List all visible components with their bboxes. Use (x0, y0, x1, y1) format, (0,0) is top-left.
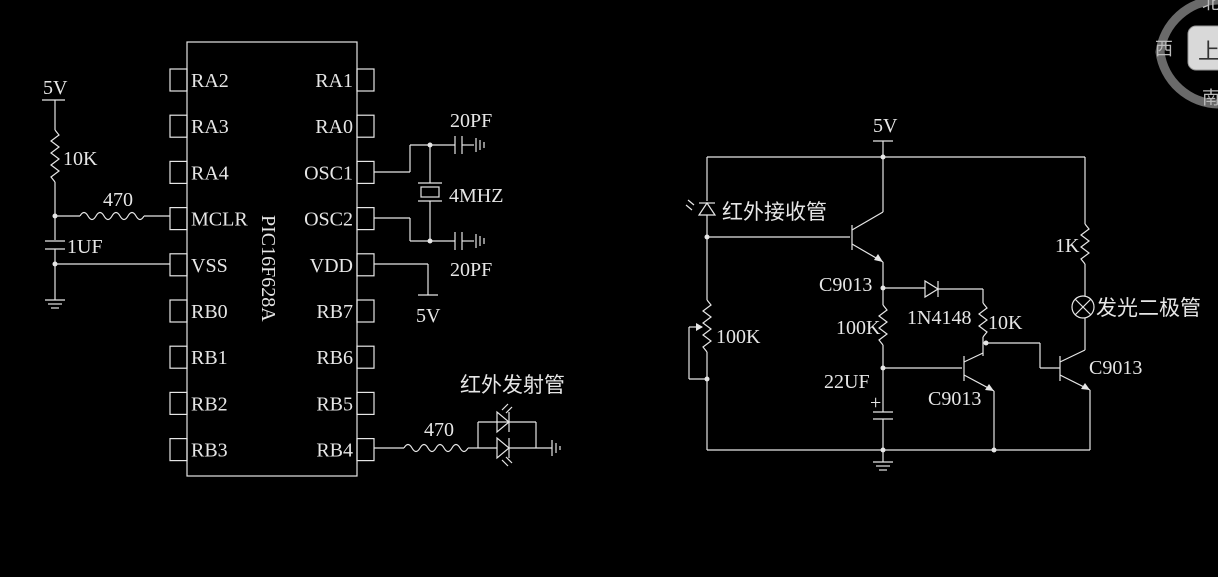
compass-ring (1155, 0, 1218, 109)
pin-box-vdd (356, 253, 375, 277)
pin-label-rb0: RB0 (191, 301, 228, 323)
view-compass[interactable]: 北 西 南 上 (1155, 0, 1218, 109)
pin-box-rb3 (169, 438, 188, 462)
transistor-q2 (963, 352, 995, 392)
pin-box-ra4 (169, 160, 188, 184)
pin-label-rb5: RB5 (316, 393, 353, 415)
pin-box-rb0 (169, 299, 188, 323)
q3-label: C9013 (1089, 357, 1142, 379)
pullup-resistor (50, 129, 60, 183)
pin-label-rb7: RB7 (316, 301, 353, 323)
reset-network: 5V 10K 470 1UF (42, 77, 170, 309)
pin-box-ra1 (356, 68, 375, 92)
pin-label-mclr: MCLR (191, 209, 248, 231)
diode-label: 1N4148 (907, 307, 971, 329)
cap-22uf-label: 22UF (824, 371, 870, 393)
pin-box-mclr (169, 207, 188, 231)
compass-top-view-button[interactable] (1187, 25, 1218, 71)
pin-label-ra1: RA1 (315, 70, 353, 92)
pin-label-ra0: RA0 (315, 116, 353, 138)
pin-box-rb5 (356, 391, 375, 415)
pin-box-vss (169, 253, 188, 277)
r100k-label: 100K (836, 317, 881, 339)
pin-box-rb7 (356, 299, 375, 323)
series-res-label: 470 (103, 189, 133, 211)
transistor-q3 (1040, 349, 1091, 391)
pin-label-rb1: RB1 (191, 347, 228, 369)
pin-label-ra2: RA2 (191, 70, 229, 92)
ir-series-resistor (403, 443, 469, 453)
resistor-100k (878, 304, 888, 346)
pin-label-ra3: RA3 (191, 116, 229, 138)
q2-label: C9013 (928, 388, 981, 410)
lamp-symbol (1071, 295, 1095, 319)
pin-label-osc1: OSC1 (304, 162, 353, 184)
r10k-label: 10K (988, 312, 1023, 334)
pin-box-rb4 (356, 438, 375, 462)
potentiometer-100k (702, 299, 712, 353)
crystal-body (420, 186, 440, 198)
ir-res-label: 470 (424, 419, 454, 441)
transistor-q1 (851, 211, 884, 263)
pin-label-rb2: RB2 (191, 393, 228, 415)
vdd-5v-label: 5V (416, 305, 441, 327)
ground-symbol-left (45, 299, 65, 309)
compass-south: 南 (1202, 88, 1218, 109)
mcu-chip: PIC16F628A RA2RA3RA4MCLRVSSRB0RB1RB2RB3 … (169, 41, 375, 477)
pin-box-ra3 (169, 114, 188, 138)
pin-box-osc1 (356, 160, 375, 184)
lamp-label: 发光二极管 (1096, 296, 1201, 320)
vdd-supply: 5V (374, 263, 441, 327)
ir-transmitter: 红外发射管 470 (374, 373, 565, 467)
ground-symbol-rx (873, 461, 893, 471)
ir-rx-label: 红外接收管 (722, 200, 827, 224)
resistor-10k (978, 302, 988, 338)
pin-box-rb2 (169, 391, 188, 415)
diode-1n4148 (924, 279, 940, 299)
ir-tx-label: 红外发射管 (460, 373, 565, 397)
pin-label-rb3: RB3 (191, 440, 228, 462)
pin-label-ra4: RA4 (191, 162, 229, 184)
resistor-1k (1080, 223, 1090, 265)
mcu-part-label: PIC16F628A (257, 215, 279, 322)
crystal-label: 4MHZ (449, 185, 503, 207)
ir-led-1 (496, 410, 510, 434)
pin-label-rb4: RB4 (316, 440, 353, 462)
supply-5v-label: 5V (43, 77, 68, 99)
cap-1uf-label: 1UF (67, 236, 103, 258)
pin-label-vss: VSS (191, 255, 228, 277)
rx-5v-label: 5V (873, 115, 898, 137)
ir-led-2 (496, 436, 510, 460)
compass-north: 北 (1202, 0, 1218, 14)
cap-bottom-label: 20PF (450, 259, 492, 281)
series-resistor-470 (79, 211, 145, 221)
pin-label-osc2: OSC2 (304, 209, 353, 231)
pullup-label: 10K (63, 148, 98, 170)
cap-top-label: 20PF (450, 110, 492, 132)
pin-box-ra2 (169, 68, 188, 92)
r1k-label: 1K (1055, 235, 1080, 257)
ir-rx-diode (697, 201, 717, 216)
pot-label: 100K (716, 326, 761, 348)
compass-west: 西 (1155, 39, 1173, 60)
pin-box-ra0 (356, 114, 375, 138)
oscillator-network: 20PF 4MHZ 20PF (374, 110, 503, 281)
pin-label-rb6: RB6 (316, 347, 353, 369)
pin-label-vdd: VDD (310, 255, 353, 277)
q1-label: C9013 (819, 274, 872, 296)
svg-text:+: + (870, 392, 881, 414)
compass-button-label: 上 (1198, 40, 1218, 65)
pin-box-rb1 (169, 345, 188, 369)
pin-box-rb6 (356, 345, 375, 369)
pin-box-osc2 (356, 207, 375, 231)
receiver-circuit: 5V 红外接收管 C9013 100K (685, 115, 1201, 471)
